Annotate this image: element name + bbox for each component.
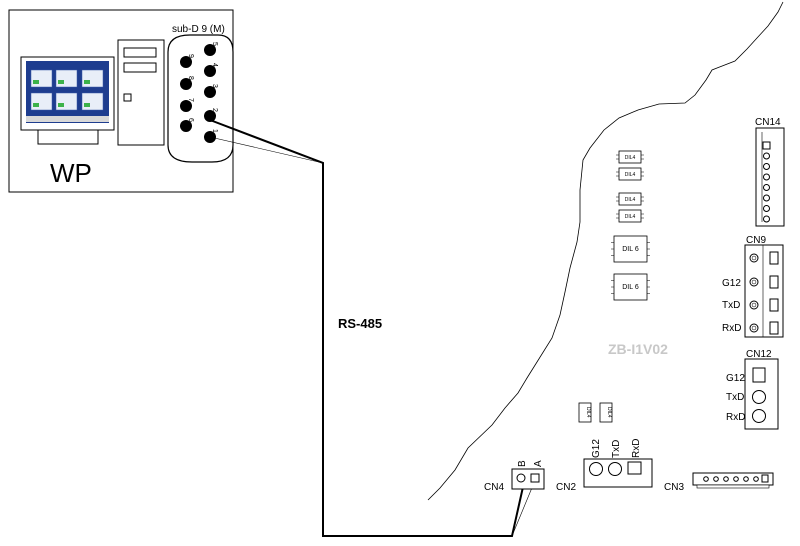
subd-pin-number: 6	[187, 118, 194, 122]
cn9-slot	[769, 275, 779, 289]
cn3-pin	[703, 476, 709, 482]
subd-pin-number: 4	[211, 63, 218, 67]
cn9-pin	[749, 277, 759, 287]
cn3-pin	[743, 476, 749, 482]
cn14-pin-square	[762, 141, 771, 150]
cn9-slot	[769, 321, 779, 335]
subd-pin	[180, 56, 192, 68]
cn9-slot	[769, 251, 779, 265]
subd-pin-number: 3	[211, 84, 218, 88]
board-name: ZB-I1V02	[608, 341, 668, 357]
cn14-pin	[763, 163, 770, 170]
cn14-pin	[763, 215, 770, 223]
cn12-pin-square	[752, 367, 766, 383]
subd-pin-number: 1	[211, 129, 218, 133]
cn14-pin	[763, 205, 770, 212]
cn3-label: CN3	[664, 482, 684, 493]
cn4-pin-label: A	[533, 460, 544, 467]
cn4-pin-b	[516, 473, 526, 483]
cn2-pin-label: TxD	[611, 440, 622, 458]
cn12-pin-label: RxD	[726, 412, 745, 423]
chip-label: DIL4	[625, 214, 636, 220]
subd-pin	[204, 44, 216, 56]
cn2-pin-label: G12	[591, 439, 602, 458]
dil-chip: DIL4	[616, 150, 644, 164]
subd-label: sub-D 9 (M)	[172, 24, 225, 35]
cn4-pin-label: B	[517, 460, 528, 467]
cn3-pin	[713, 476, 719, 482]
cn3-pin-square	[761, 474, 769, 483]
dil-chip-vertical: DIL4	[599, 402, 613, 423]
cn14-pin	[763, 194, 770, 202]
cn14-pins	[762, 141, 771, 223]
subd-connector-shell	[167, 34, 234, 163]
subd-pin	[180, 78, 192, 90]
chip-label: DIL4	[625, 155, 636, 161]
cn9-label: CN9	[746, 235, 766, 246]
board-outline	[427, 1, 784, 501]
dil-chip: DIL4	[616, 209, 644, 223]
cn2-pin-round	[608, 462, 622, 476]
cn12-pin-label: G12	[726, 373, 745, 384]
cn12-pin-round	[752, 409, 766, 423]
cn9-slot	[769, 298, 779, 312]
dil-chip: DIL4	[616, 167, 644, 181]
subd-pin	[204, 86, 216, 98]
bus-label: RS-485	[338, 316, 382, 331]
cn12-pin-label: TxD	[726, 392, 744, 403]
cn14-pin	[763, 152, 770, 160]
chip-label: DIL4	[585, 407, 591, 418]
dil-chip: DIL4	[616, 192, 644, 206]
cn4-label: CN4	[484, 482, 504, 493]
cn14-pin	[763, 184, 770, 191]
chip-label: DIL 6	[622, 284, 639, 291]
dil-chip: DIL 6	[611, 235, 650, 263]
cn2-label: CN2	[556, 482, 576, 493]
cn9-pin-label: TxD	[722, 300, 740, 311]
subd-pin-number: 7	[187, 98, 194, 102]
cn3-pin	[723, 476, 729, 482]
cn2-pin-label: RxD	[631, 439, 642, 458]
chip-label: DIL4	[625, 172, 636, 178]
subd-pin-number: 9	[187, 54, 194, 58]
dil-chip-vertical: DIL4	[578, 402, 592, 423]
subd-pin	[204, 65, 216, 77]
cn4-pin-a	[530, 473, 540, 483]
computer-tower-icon	[117, 39, 165, 146]
chip-label: DIL4	[625, 197, 636, 203]
cn3-pins	[703, 474, 769, 483]
subd-pin-number: 5	[211, 42, 218, 46]
cn9-pin	[749, 300, 759, 310]
monitor-icon	[20, 56, 115, 145]
cn2-pin-round	[589, 462, 603, 476]
cn9-slots	[749, 251, 779, 335]
subd-pins: 1 2 3 4 5 6 7 8 9	[180, 42, 218, 143]
cn14-label: CN14	[755, 117, 781, 128]
pc-title: WP	[50, 158, 92, 188]
chip-label: DIL 6	[622, 246, 639, 253]
subd-pin-number: 2	[211, 108, 218, 112]
wire-pin1	[209, 136, 324, 164]
cn9-pin	[749, 253, 759, 263]
cn14-pin	[763, 173, 770, 181]
cn3-pin	[753, 476, 759, 482]
chip-label: DIL4	[606, 407, 612, 418]
cn9-pin	[749, 323, 759, 333]
subd-pin	[180, 100, 192, 112]
cn3-pin	[733, 476, 739, 482]
dil-chip: DIL 6	[611, 273, 650, 301]
cn9-pin-label: G12	[722, 278, 741, 289]
cn2-pin-square	[627, 461, 642, 475]
cn12-pin-round	[752, 390, 766, 404]
cn9-pin-label: RxD	[722, 323, 741, 334]
subd-pin-number: 8	[187, 76, 194, 80]
wire-pin2	[209, 119, 324, 164]
subd-pin	[180, 120, 192, 132]
cn12-label: CN12	[746, 349, 772, 360]
subd-pin	[204, 110, 216, 122]
